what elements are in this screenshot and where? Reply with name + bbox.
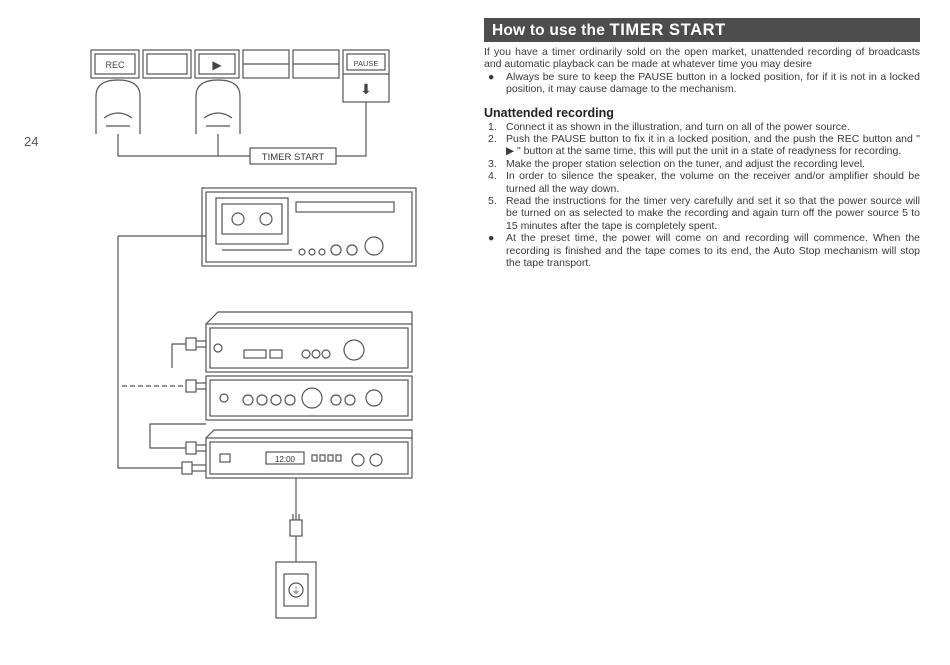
step-marker: ● [488, 232, 495, 245]
list-item: 5. Read the instructions for the timer v… [484, 195, 920, 232]
timer-unit [205, 429, 413, 479]
timer-start-label-box [249, 147, 337, 165]
list-item: 2. Push the PAUSE button to fix it in a … [484, 133, 920, 158]
timer-display [265, 451, 305, 465]
bullet-text: Always be sure to keep the PAUSE button … [506, 70, 920, 96]
list-item: 4. In order to silence the speaker, the … [484, 170, 920, 195]
wall-outlet [275, 561, 317, 619]
section-title-prefix: How to use the [492, 22, 610, 39]
plug-tuner [185, 337, 206, 351]
play-button [194, 49, 240, 79]
rec-button [90, 49, 140, 79]
step-marker: 2. [488, 133, 497, 146]
step-text: Connect it as shown in the illustration,… [506, 120, 850, 133]
plug-amp [185, 379, 206, 393]
section-title: How to use the TIMER START [484, 18, 920, 42]
page-number: 24 [24, 134, 39, 149]
section-title-emphasis: TIMER START [609, 21, 726, 39]
rec-button-label: REC [105, 60, 125, 70]
blank-button [142, 49, 192, 79]
timer-display-text: 12:00 [275, 455, 296, 464]
tuner [205, 311, 413, 373]
amplifier [205, 375, 413, 421]
step-text: Read the instructions for the timer very… [506, 195, 920, 232]
unattended-recording-heading: Unattended recording [484, 105, 614, 120]
step-marker: 4. [488, 170, 497, 183]
instructions-column: How to use the TIMER START If you have a… [484, 18, 920, 270]
pause-button-label: PAUSE [354, 59, 379, 68]
plug-timer-1 [185, 441, 206, 455]
plug-timer-2 [181, 461, 206, 475]
outlet-socket-icon: ⏚ [291, 586, 300, 596]
unattended-steps: 1. Connect it as shown in the illustrati… [484, 121, 920, 270]
list-item: ● At the preset time, the power will com… [484, 232, 920, 269]
finger-left [95, 79, 141, 134]
step-marker: 5. [488, 195, 497, 208]
timer-connection-illustration: REC ▶ PAUSE ⬇ TIMER START 12:00 ⏚ [90, 49, 417, 619]
cassette-deck [201, 187, 417, 267]
bullet-marker: ● [488, 70, 495, 83]
finger-right [195, 79, 241, 134]
step-marker: 1. [488, 120, 497, 133]
list-item: 1. Connect it as shown in the illustrati… [484, 121, 920, 133]
step-text: Push the PAUSE button to fix it in a loc… [506, 133, 920, 158]
pause-arrow-icon: ⬇ [360, 81, 372, 97]
illustration-svg: REC ▶ PAUSE ⬇ TIMER START 12:00 ⏚ [90, 49, 417, 619]
list-item: 3. Make the proper station selection on … [484, 158, 920, 170]
timer-start-label: TIMER START [262, 152, 325, 163]
step-text: Make the proper station selection on the… [506, 157, 865, 170]
play-symbol-icon: ▶ [212, 58, 222, 72]
step-marker: 3. [488, 157, 497, 170]
intro-bullets: ● Always be sure to keep the PAUSE butto… [484, 71, 920, 96]
mains-plug [289, 514, 303, 537]
step-text: In order to silence the speaker, the vol… [506, 170, 920, 195]
list-item: ● Always be sure to keep the PAUSE butto… [484, 71, 920, 96]
intro-paragraph: If you have a timer ordinarily sold on t… [484, 46, 920, 71]
step-text: At the preset time, the power will come … [506, 232, 920, 270]
